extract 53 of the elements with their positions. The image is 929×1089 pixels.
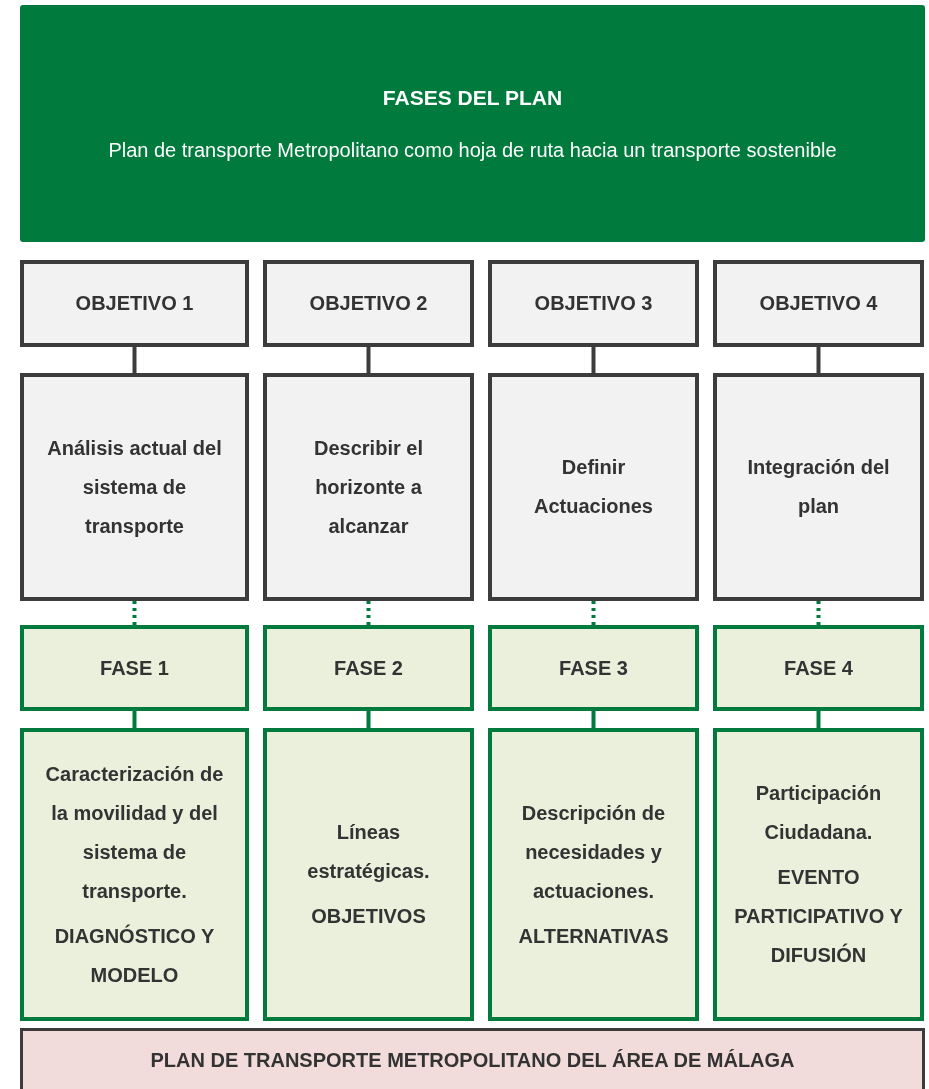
box-subtext: OBJETIVOS (311, 904, 426, 929)
box-subtext: ALTERNATIVAS (518, 923, 669, 949)
box-text: OBJETIVO 3 (534, 291, 653, 316)
box-text: OBJETIVO 4 (759, 291, 878, 316)
dotted-connector (366, 601, 371, 625)
description-box (263, 373, 474, 601)
box-subtext: DIAGNÓSTICO Y MODELO (53, 923, 216, 988)
phase-description-box (263, 728, 474, 1021)
box-text: Caracterización de la movilidad y del sistema de transporte. (44, 761, 225, 904)
footer-band (20, 1028, 925, 1089)
box-text: FASE 3 (559, 655, 628, 681)
connector-line (132, 347, 137, 373)
connector-line (591, 711, 596, 728)
objective-box (488, 260, 699, 347)
connector-line (366, 347, 371, 373)
connector-line (132, 711, 137, 728)
box-subtext: Plan de transporte Metropolitano como hoja de ruta hacia un transporte sostenible (108, 137, 837, 163)
connector-line (816, 711, 821, 728)
description-box (20, 373, 249, 601)
box-text: FASE 2 (334, 655, 403, 681)
objective-box (263, 260, 474, 347)
box-text: OBJETIVO 1 (75, 291, 194, 316)
connector-line (366, 711, 371, 728)
phase-description-box (713, 728, 924, 1021)
box-text: Líneas estratégicas. (306, 820, 431, 884)
box-text: FASES DEL PLAN (382, 84, 563, 111)
box-text: Descripción de necesidades y actuaciones. (520, 800, 667, 904)
box-text: Describir el horizonte a alcanzar (313, 435, 424, 539)
connector-line (816, 347, 821, 373)
dotted-connector (816, 601, 821, 625)
box-subtext: EVENTO PARTICIPATIVO Y DIFUSIÓN (733, 865, 904, 968)
phase-description-box (488, 728, 699, 1021)
box-text: Participación Ciudadana. (754, 781, 883, 845)
objective-box (20, 260, 249, 347)
phase-box (263, 625, 474, 711)
connector-line (591, 347, 596, 373)
dotted-connector (132, 601, 137, 625)
box-text: FASE 1 (100, 655, 169, 681)
phase-box (20, 625, 249, 711)
phase-description-box (20, 728, 249, 1021)
title-banner (20, 5, 925, 242)
description-box (488, 373, 699, 601)
box-text: Integración del plan (746, 455, 891, 519)
box-text: PLAN DE TRANSPORTE METROPOLITANO DEL ÁREA DE MÁLAGA (150, 1047, 795, 1073)
description-box (713, 373, 924, 601)
phase-box (488, 625, 699, 711)
objective-box (713, 260, 924, 347)
phase-box (713, 625, 924, 711)
box-text: OBJETIVO 2 (309, 291, 428, 316)
box-text: Análisis actual del sistema de transporte (46, 435, 223, 539)
dotted-connector (591, 601, 596, 625)
box-text: Definir Actuaciones (533, 455, 654, 519)
box-text: FASE 4 (784, 655, 853, 681)
